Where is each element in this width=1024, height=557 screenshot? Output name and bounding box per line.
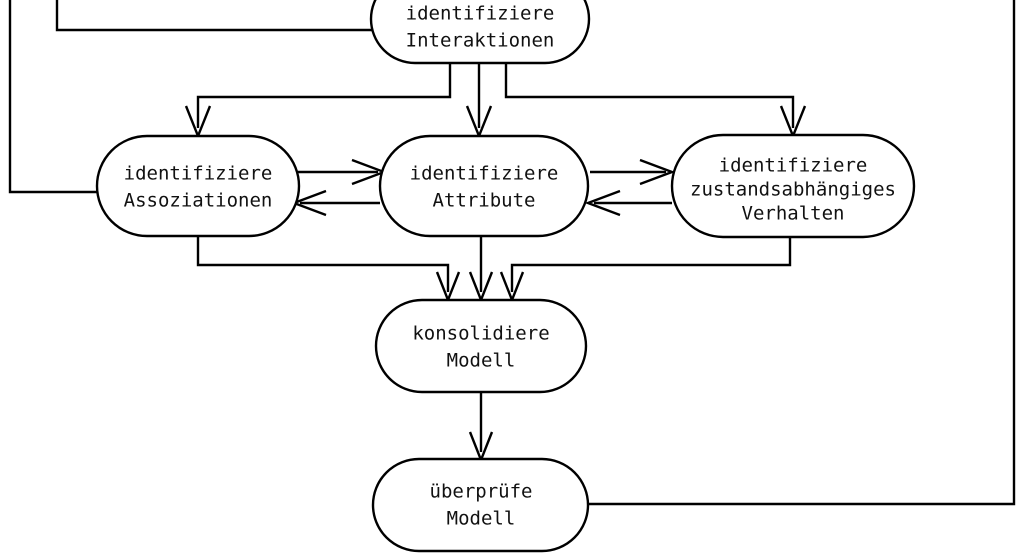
node-identifiziere-interaktionen[interactable]: identifiziere Interaktionen <box>369 0 591 65</box>
edge-feedback-right <box>588 0 1016 506</box>
edge-verhalten-to-attribute <box>584 189 672 217</box>
edge-attribute-to-konsolidiere <box>468 236 494 304</box>
node-label-line-2: zustandsabhängiges <box>690 179 896 201</box>
node-label-line-3: Verhalten <box>742 203 845 225</box>
edge-feedback-left-outer <box>8 0 100 194</box>
node-identifiziere-attribute[interactable]: identifiziere Attribute <box>378 134 590 238</box>
node-label-line-1: identifiziere <box>719 155 868 177</box>
edge-verhalten-to-konsolidiere <box>499 237 792 304</box>
edge-attribute-to-assoziationen <box>290 189 380 217</box>
node-label-line-2: Assoziationen <box>124 190 273 212</box>
node-label-line-1: identifiziere <box>124 163 273 185</box>
node-label-line-1: identifiziere <box>406 3 555 25</box>
node-label-line-1: identifiziere <box>410 163 559 185</box>
node-identifiziere-assoziationen[interactable]: identifiziere Assoziationen <box>95 134 301 238</box>
node-label-line-2: Attribute <box>433 190 536 212</box>
node-label-line-2: Interaktionen <box>406 30 555 52</box>
edge-konsolidiere-to-ueberpruefe <box>468 392 494 464</box>
edge-assoziationen-to-konsolidiere <box>196 236 461 304</box>
edge-interaktionen-to-assoziationen <box>184 63 452 140</box>
edge-interaktionen-to-verhalten <box>504 63 807 140</box>
node-identifiziere-zustandsabhaengiges-verhalten[interactable]: identifiziere zustandsabhängiges Verhalt… <box>670 133 916 239</box>
node-label-line-2: Modell <box>447 508 516 530</box>
edge-feedback-left-inner <box>55 0 372 32</box>
node-ueberpruefe-modell[interactable]: überprüfe Modell <box>371 457 590 553</box>
node-konsolidiere-modell[interactable]: konsolidiere Modell <box>374 298 588 394</box>
node-label-line-2: Modell <box>447 350 516 372</box>
edge-assoziationen-to-attribute <box>297 158 388 186</box>
edge-attribute-to-verhalten <box>590 158 676 186</box>
node-label-line-1: überprüfe <box>430 481 533 503</box>
edge-interaktionen-to-attribute <box>465 63 493 140</box>
node-label-line-1: konsolidiere <box>412 323 549 345</box>
